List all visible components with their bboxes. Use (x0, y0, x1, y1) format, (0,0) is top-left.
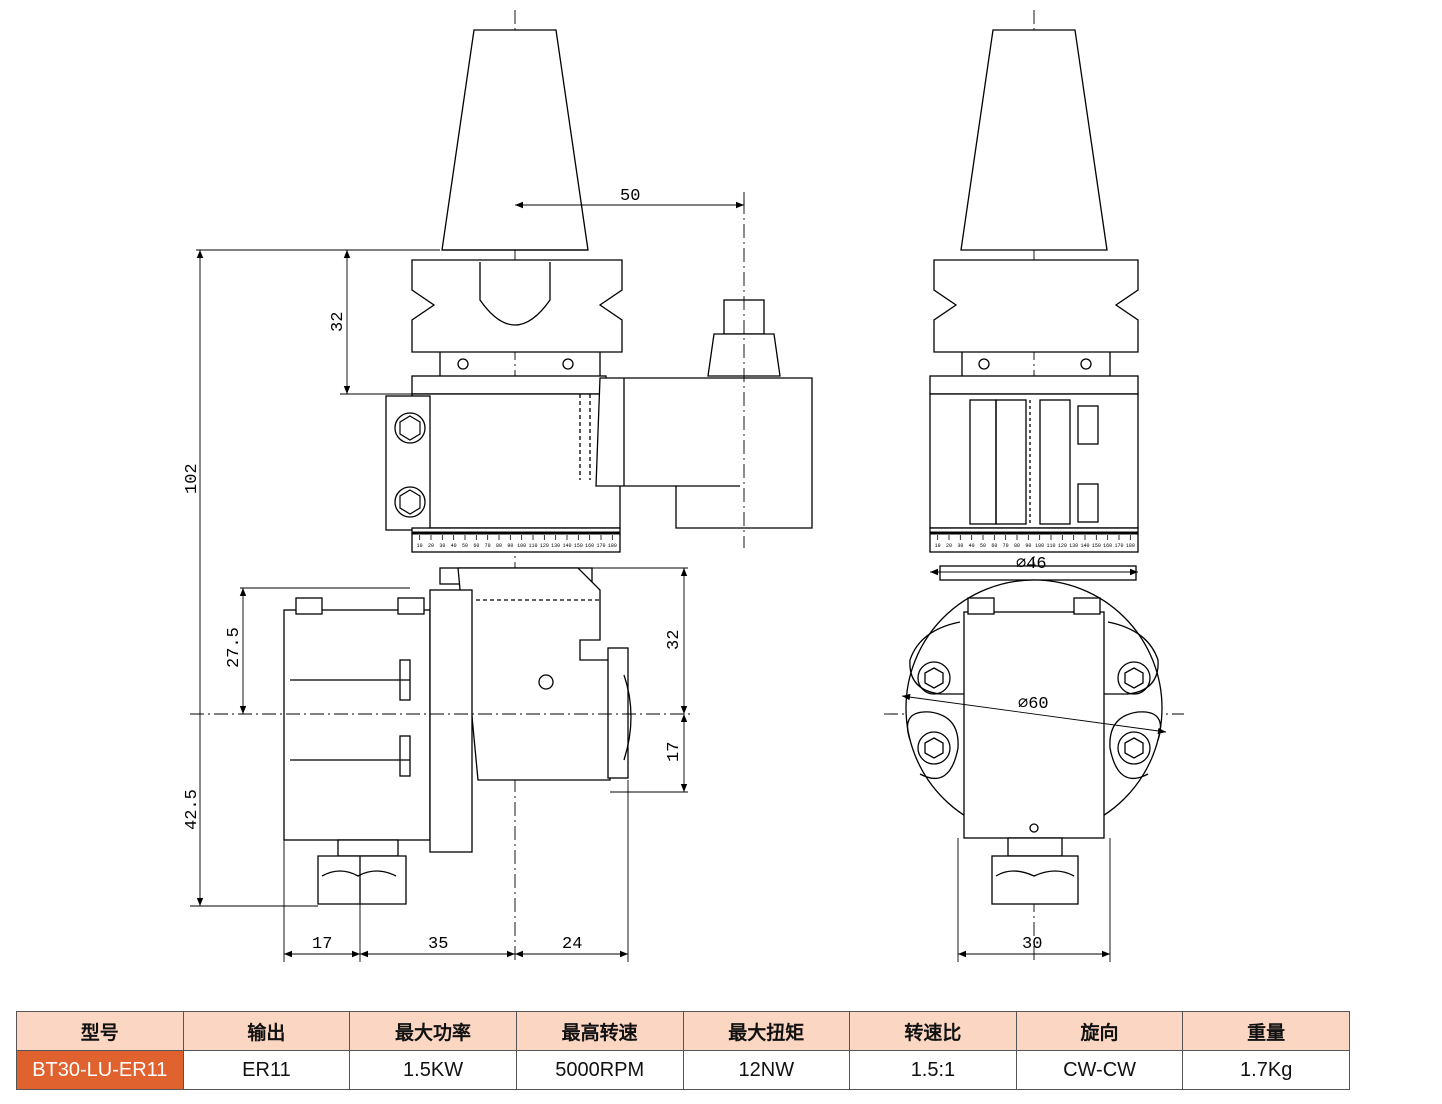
header-max-torque: 最大扭矩 (682, 1011, 851, 1051)
header-max-power: 最大功率 (349, 1011, 517, 1051)
side-collet-nut (317, 855, 407, 905)
side-taper (441, 29, 589, 251)
side-scale-tick-label: 30 (439, 543, 445, 549)
side-scale-tick-label: 110 (528, 543, 537, 549)
side-dimensions (190, 192, 745, 962)
front-scale-tick-label: 80 (1014, 543, 1020, 549)
dim-phi46: ⌀46 (1016, 555, 1047, 574)
header-max-speed: 最高转速 (515, 1011, 684, 1051)
front-scale-tick-label: 100 (1035, 543, 1044, 549)
front-dimensions (901, 568, 1167, 962)
dim-phi60: ⌀60 (1018, 695, 1049, 714)
side-scale-tick-label: 60 (473, 543, 479, 549)
side-spindle-housing (283, 609, 431, 841)
front-collet-nut (991, 855, 1079, 905)
front-scale-tick-label: 150 (1092, 543, 1101, 549)
dim-50: 50 (620, 187, 640, 206)
side-flange (411, 259, 623, 353)
dim-24: 24 (562, 935, 582, 954)
front-bolt-lr-icon (1124, 737, 1144, 759)
header-model: 型号 (16, 1011, 184, 1051)
dim-27-5: 27.5 (225, 627, 244, 668)
side-main-body (411, 393, 621, 529)
spec-table-row: BT30-LU-ER11 ER11 1.5KW 5000RPM 12NW 1.5… (16, 1050, 1350, 1090)
cell-rotation: CW-CW (1015, 1050, 1184, 1090)
side-scale-tick-label: 160 (585, 543, 594, 549)
header-output: 输出 (182, 1011, 351, 1051)
hex-bolt-lower-icon (399, 489, 421, 515)
side-scale-tick-label: 20 (428, 543, 434, 549)
side-scale-tick-label: 130 (551, 543, 560, 549)
side-scale-tick-label: 90 (507, 543, 513, 549)
front-scale-tick-label: 180 (1126, 543, 1135, 549)
front-bolt-ul-icon (924, 667, 944, 689)
cell-weight: 1.7Kg (1182, 1050, 1350, 1090)
cell-output: ER11 (182, 1050, 351, 1090)
cell-speed-ratio: 1.5:1 (849, 1050, 1017, 1090)
side-view (283, 10, 813, 960)
front-scale-tick-label: 170 (1114, 543, 1123, 549)
side-locator-block (595, 377, 813, 529)
front-scale-tick-label: 140 (1080, 543, 1089, 549)
side-scale-tick-label: 150 (574, 543, 583, 549)
side-head-block (457, 567, 611, 781)
header-rotation: 旋向 (1015, 1011, 1184, 1051)
front-scale-tick-label: 160 (1103, 543, 1112, 549)
side-scale-tick-label: 140 (562, 543, 571, 549)
front-scale-tick-label: 50 (980, 543, 986, 549)
front-main-body (929, 393, 1139, 529)
dim-17-bottom: 17 (312, 935, 332, 954)
hex-bolt-upper-icon (399, 415, 421, 441)
front-bolt-ur-icon (1124, 667, 1144, 689)
front-scale-tick-label: 70 (1003, 543, 1009, 549)
front-scale-tick-label: 90 (1025, 543, 1031, 549)
front-bolt-ll-icon (924, 737, 944, 759)
technical-drawing: 50 32 102 27.5 42.5 32 17 17 35 24 10 20 3… (183, 10, 1184, 962)
side-scale-tick-label: 80 (496, 543, 502, 549)
front-scale-tick-label: 60 (991, 543, 997, 549)
side-scale-tick-label: 70 (485, 543, 491, 549)
front-scale-tick-label: 20 (946, 543, 952, 549)
dim-17-right: 17 (665, 742, 684, 762)
dim-32-top: 32 (329, 312, 348, 332)
header-speed-ratio: 转速比 (849, 1011, 1017, 1051)
front-scale-tick-label: 110 (1046, 543, 1055, 549)
side-scale-tick-label: 120 (540, 543, 549, 549)
header-weight: 重量 (1182, 1011, 1350, 1051)
front-scale-tick-label: 130 (1069, 543, 1078, 549)
cell-max-power: 1.5KW (349, 1050, 517, 1090)
front-view (884, 10, 1184, 960)
dim-32-right: 32 (665, 630, 684, 650)
spec-table: 型号 输出 最大功率 最高转速 最大扭矩 转速比 旋向 重量 BT30-LU-E… (16, 1011, 1350, 1090)
cell-model: BT30-LU-ER11 (16, 1050, 184, 1090)
front-scale-tick-label: 30 (957, 543, 963, 549)
spec-table-header-row: 型号 输出 最大功率 最高转速 最大扭矩 转速比 旋向 重量 (16, 1011, 1350, 1051)
front-scale-tick-label: 40 (969, 543, 975, 549)
side-scale-tick-label: 50 (462, 543, 468, 549)
cell-max-torque: 12NW (682, 1050, 851, 1090)
side-scale-tick-label: 180 (608, 543, 617, 549)
side-scale-tick-label: 40 (451, 543, 457, 549)
front-flange (933, 259, 1139, 353)
side-scale-tick-label: 10 (417, 543, 423, 549)
dim-30: 30 (1022, 935, 1042, 954)
front-scale-tick-label: 10 (935, 543, 941, 549)
side-scale-tick-label: 100 (517, 543, 526, 549)
dim-102: 102 (183, 463, 202, 494)
dim-42-5: 42.5 (183, 789, 202, 830)
dim-35: 35 (428, 935, 448, 954)
front-scale-tick-label: 120 (1058, 543, 1067, 549)
cell-max-speed: 5000RPM (515, 1050, 684, 1090)
front-taper (960, 29, 1108, 251)
side-scale-tick-label: 170 (596, 543, 605, 549)
